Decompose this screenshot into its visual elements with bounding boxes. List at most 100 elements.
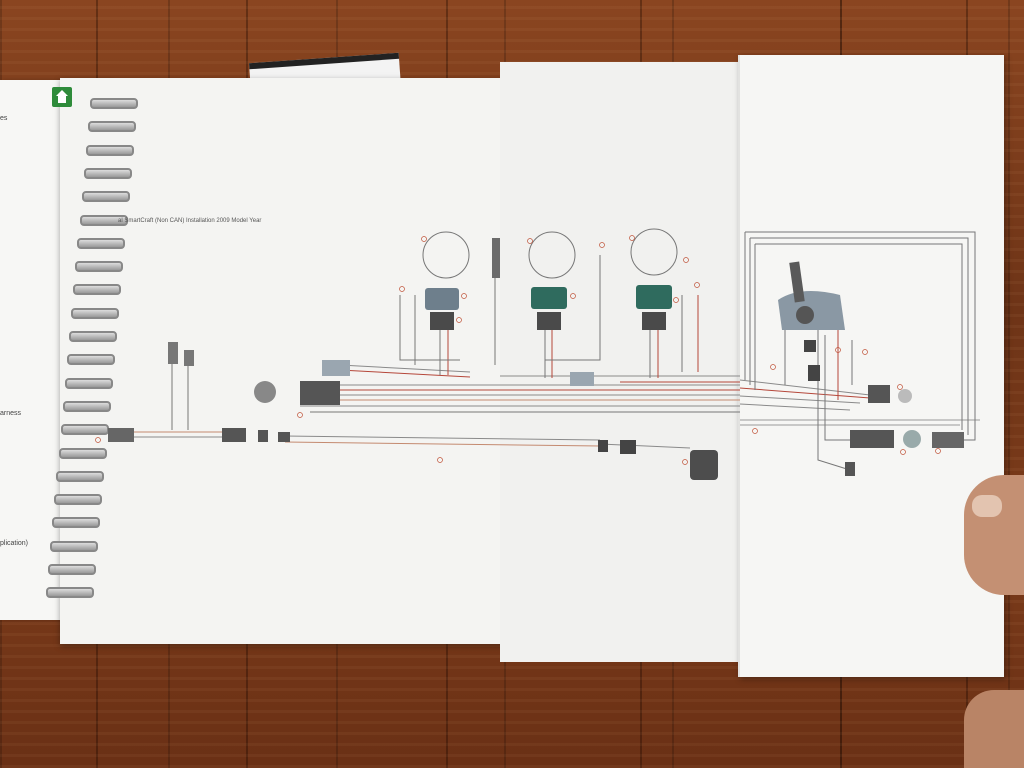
binding-coil [85,144,176,156]
harness-wire [824,335,850,441]
harness-wire [739,379,871,396]
gauge-connector [636,285,672,309]
hand [964,690,1024,768]
harness-wire [284,435,601,441]
sender-unit [492,238,500,278]
key-switch-key [898,389,912,403]
harness-wire [284,441,601,447]
engine-connector [690,450,718,480]
binding-coil [45,587,136,599]
left-page-text: arness [0,410,22,417]
callout-marker [673,297,679,303]
hand [964,475,1024,595]
harness-plug [808,365,820,381]
harness-wire [545,255,601,361]
callout-marker [897,384,903,390]
harness-wire [399,295,460,361]
manual-page [60,78,520,644]
callout-marker [437,457,443,463]
harness-wire [739,395,861,404]
harness-plug [222,428,246,442]
lanyard-switch [804,340,816,352]
fold-line [738,55,740,677]
harness-wire [755,243,963,430]
gauge-outline [630,228,678,276]
binding-coil [81,191,172,203]
remote-control-hub [796,306,814,324]
binding-coil [56,470,146,482]
harness-plug [620,440,636,454]
foldout-right [738,55,1004,677]
binding-coil [83,167,174,179]
binding-coil [50,540,140,552]
callout-marker [399,286,405,292]
home-icon [52,87,72,107]
binding-coil [73,284,163,296]
harness-wire [599,443,691,449]
callout-marker [770,364,776,370]
binding-coil [87,121,178,133]
fuse-holder [184,350,194,366]
binding-coil [79,214,170,226]
binding-coil [54,494,144,506]
callout-marker [570,293,576,299]
gauge-connector [531,287,567,309]
binding-coil [71,307,161,319]
callout-marker [527,238,533,244]
fuse-holder [168,342,178,364]
callout-marker [752,428,758,434]
gauge-outline [422,231,470,279]
harness-plug [932,432,964,448]
harness-plug [322,360,350,376]
callout-marker [900,449,906,455]
trim-connector [850,430,894,448]
gauge-outline [528,231,576,279]
callout-marker [95,437,101,443]
binding-coil [62,400,153,412]
gauge-plug [430,312,454,330]
left-page-text: es [0,115,8,122]
binding-coil [58,447,149,459]
callout-marker [835,347,841,353]
binding-coil [90,98,180,109]
harness-plug [598,440,608,452]
binding-coil [48,564,138,575]
binding-coil [75,261,165,273]
harness-plug [108,428,134,442]
binding-coil [77,237,167,249]
binding-coil [60,424,151,436]
callout-marker [461,293,467,299]
callout-marker [456,317,462,323]
callout-marker [935,448,941,454]
main-harness-connector [300,381,340,405]
harness-wire [339,369,471,378]
diagram-title: al SmartCraft (Non CAN) Installation 200… [118,218,262,224]
harness-plug [278,432,290,442]
foldout-middle [500,62,745,662]
callout-marker [862,349,868,355]
harness-plug [570,372,594,386]
throttle-lever [789,261,805,303]
gauge-connector [425,288,459,310]
harness-wire [750,237,969,435]
key-switch [868,385,890,403]
binding-coil [69,331,159,342]
left-page-text: plication) [0,540,29,547]
harness-wire [739,403,851,411]
harness-plug [258,430,268,442]
round-connector [254,381,276,403]
harness-wire [745,231,976,441]
callout-marker [694,282,700,288]
callout-marker [683,257,689,263]
ignition-switch [903,430,921,448]
binding-coil [64,377,155,389]
callout-marker [599,242,605,248]
binding-coil [66,354,157,366]
harness-wire [817,330,851,471]
callout-marker [421,236,427,242]
callout-marker [297,412,303,418]
harness-wire [739,387,871,399]
binding-coil [52,517,142,529]
gauge-plug [642,312,666,330]
